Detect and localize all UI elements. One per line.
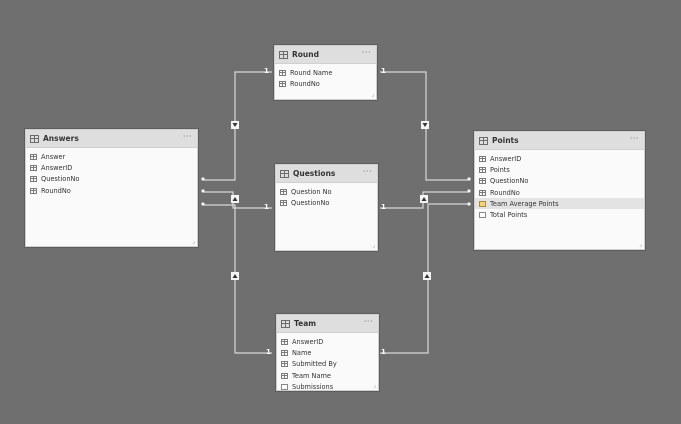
resize-handle-icon[interactable]: ⌟ bbox=[372, 242, 375, 249]
column-icon bbox=[30, 176, 37, 183]
resize-handle-icon[interactable]: ⌟ bbox=[373, 382, 376, 389]
field-item[interactable]: RoundNo bbox=[26, 185, 197, 196]
table-title: Questions bbox=[293, 169, 336, 178]
field-list: AnswerID Name Submitted By Team Name Sub… bbox=[277, 333, 378, 392]
field-label: RoundNo bbox=[490, 188, 520, 197]
field-item[interactable]: Submitted By bbox=[277, 359, 378, 370]
table-title: Points bbox=[492, 136, 519, 145]
cardinality-label: 1 bbox=[264, 203, 269, 211]
field-item[interactable]: Answer bbox=[26, 151, 197, 162]
field-label: Submitted By bbox=[292, 360, 337, 369]
field-label: RoundNo bbox=[290, 79, 320, 88]
field-list: Round Name RoundNo bbox=[275, 64, 376, 90]
column-icon bbox=[479, 178, 486, 185]
field-item-selected[interactable]: Team Average Points bbox=[475, 198, 644, 210]
more-options-icon[interactable]: ··· bbox=[361, 48, 371, 57]
table-header[interactable]: Questions ··· bbox=[276, 165, 377, 183]
resize-handle-icon[interactable]: ⌟ bbox=[192, 238, 195, 245]
more-options-icon[interactable]: ··· bbox=[629, 134, 639, 143]
field-label: AnswerID bbox=[490, 154, 522, 163]
column-icon bbox=[479, 166, 486, 173]
field-item[interactable]: Team Name bbox=[277, 370, 378, 381]
cardinality-label: 1 bbox=[381, 67, 386, 75]
table-icon bbox=[479, 136, 488, 145]
field-label: RoundNo bbox=[41, 186, 71, 195]
cardinality-label: 1 bbox=[266, 348, 271, 356]
cardinality-label: 1 bbox=[264, 67, 269, 75]
table-card-points[interactable]: Points ··· AnswerID Points QuestionNo Ro… bbox=[474, 131, 645, 250]
column-icon bbox=[280, 199, 287, 206]
measure-icon bbox=[479, 212, 486, 219]
column-icon bbox=[281, 372, 288, 379]
more-options-icon[interactable]: ··· bbox=[363, 317, 373, 326]
field-item[interactable]: AnswerID bbox=[277, 336, 378, 347]
column-icon bbox=[30, 153, 37, 160]
table-title: Round bbox=[292, 50, 319, 59]
field-label: QuestionNo bbox=[291, 198, 330, 207]
table-header[interactable]: Points ··· bbox=[475, 132, 644, 150]
field-item[interactable]: QuestionNo bbox=[276, 197, 377, 208]
field-label: QuestionNo bbox=[490, 177, 529, 186]
table-title: Answers bbox=[43, 134, 79, 143]
resize-handle-icon[interactable]: ⌟ bbox=[371, 91, 374, 98]
field-label: Points bbox=[490, 165, 510, 174]
more-options-icon[interactable]: ··· bbox=[182, 132, 192, 141]
column-icon bbox=[479, 189, 486, 196]
field-label: Submissions bbox=[292, 382, 334, 391]
column-icon bbox=[281, 349, 288, 356]
table-card-team[interactable]: Team ··· AnswerID Name Submitted By Team… bbox=[276, 314, 379, 391]
field-label: Team Name bbox=[292, 371, 331, 380]
column-icon bbox=[281, 361, 288, 368]
field-list: Question No QuestionNo bbox=[276, 183, 377, 209]
table-icon bbox=[30, 134, 39, 143]
more-options-icon[interactable]: ··· bbox=[362, 167, 372, 176]
column-icon bbox=[279, 80, 286, 87]
column-icon bbox=[30, 187, 37, 194]
measure-icon bbox=[479, 200, 486, 207]
field-label: Total Points bbox=[490, 211, 528, 220]
field-item[interactable]: Points bbox=[475, 164, 644, 175]
field-list: Answer AnswerID QuestionNo RoundNo bbox=[26, 148, 197, 196]
field-item[interactable]: RoundNo bbox=[275, 78, 376, 89]
field-label: Name bbox=[292, 348, 312, 357]
field-label: QuestionNo bbox=[41, 175, 80, 184]
column-icon bbox=[479, 155, 486, 162]
table-header[interactable]: Team ··· bbox=[277, 315, 378, 333]
column-icon bbox=[30, 164, 37, 171]
column-icon bbox=[281, 338, 288, 345]
table-icon bbox=[279, 50, 288, 59]
field-label: Question No bbox=[291, 187, 332, 196]
field-item[interactable]: Submissions bbox=[277, 381, 378, 392]
resize-handle-icon[interactable]: ⌟ bbox=[639, 241, 642, 248]
cardinality-label: 1 bbox=[381, 203, 386, 211]
field-list: AnswerID Points QuestionNo RoundNo Team … bbox=[475, 150, 644, 221]
table-card-questions[interactable]: Questions ··· Question No QuestionNo ⌟ bbox=[275, 164, 378, 251]
table-header[interactable]: Answers ··· bbox=[26, 130, 197, 148]
field-item[interactable]: Question No bbox=[276, 186, 377, 197]
field-item[interactable]: RoundNo bbox=[475, 187, 644, 198]
field-item[interactable]: Total Points bbox=[475, 209, 644, 220]
table-header[interactable]: Round ··· bbox=[275, 46, 376, 64]
field-label: Round Name bbox=[290, 68, 333, 77]
table-card-answers[interactable]: Answers ··· Answer AnswerID QuestionNo R… bbox=[25, 129, 198, 247]
cardinality-label: 1 bbox=[381, 348, 386, 356]
field-item[interactable]: QuestionNo bbox=[26, 174, 197, 185]
column-icon bbox=[280, 188, 287, 195]
field-item[interactable]: Round Name bbox=[275, 67, 376, 78]
field-item[interactable]: AnswerID bbox=[26, 162, 197, 173]
field-label: AnswerID bbox=[41, 163, 73, 172]
column-icon bbox=[279, 69, 286, 76]
field-item[interactable]: AnswerID bbox=[475, 153, 644, 164]
field-item[interactable]: Name bbox=[277, 347, 378, 358]
field-label: Team Average Points bbox=[490, 199, 559, 208]
field-label: AnswerID bbox=[292, 337, 324, 346]
table-icon bbox=[281, 319, 290, 328]
table-card-round[interactable]: Round ··· Round Name RoundNo ⌟ bbox=[274, 45, 377, 100]
table-icon bbox=[280, 169, 289, 178]
field-label: Answer bbox=[41, 152, 66, 161]
field-item[interactable]: QuestionNo bbox=[475, 176, 644, 187]
measure-icon bbox=[281, 383, 288, 390]
table-title: Team bbox=[294, 319, 317, 328]
